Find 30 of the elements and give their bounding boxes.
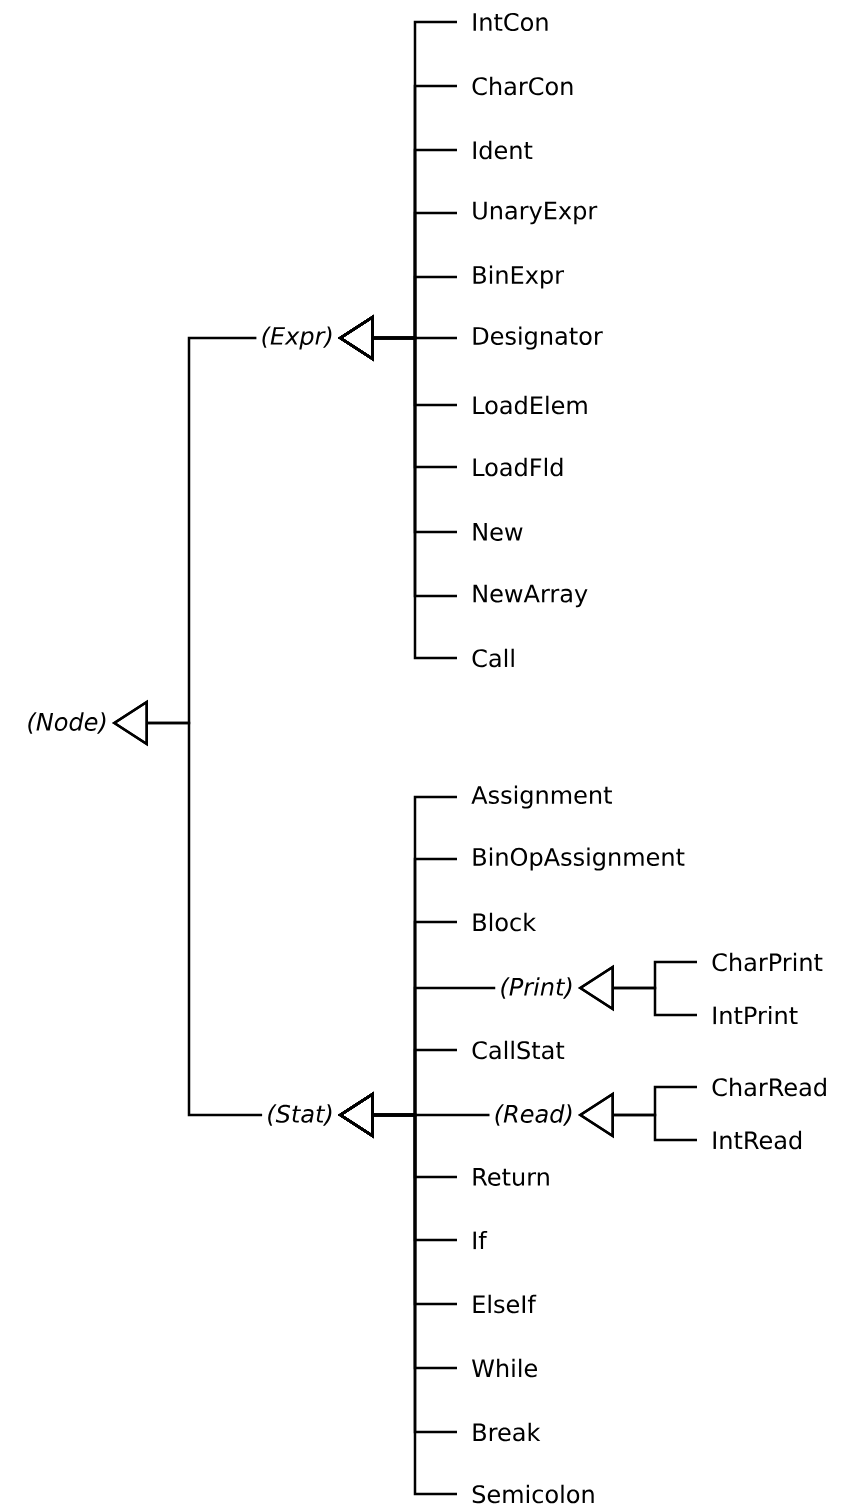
class-label: LoadElem (473, 395, 587, 415)
class-label: Call (472, 648, 514, 668)
class-label: Ident (473, 140, 533, 160)
class-label: IntCon (473, 12, 548, 32)
class-label: CallStat (472, 1040, 565, 1060)
abstract-class-label: (Node) (28, 712, 106, 734)
abstract-class-label: (Read) (495, 1104, 572, 1126)
class-label: Break (473, 1422, 541, 1442)
class-label: IntPrint (713, 1005, 798, 1025)
class-label: IntRead (713, 1130, 802, 1150)
class-label: LoadFld (473, 457, 563, 477)
class-label: New (473, 523, 523, 541)
class-label: Assignment (471, 785, 612, 809)
class-label: ElseIf (473, 1294, 537, 1314)
class-label: BinOpAssignment (473, 847, 685, 871)
class-label: CharRead (712, 1077, 826, 1097)
class-label: Block (473, 912, 537, 932)
abstract-class-label: (Expr) (262, 326, 332, 350)
class-label: CharPrint (712, 952, 823, 972)
class-label: CharCon (472, 76, 573, 96)
class-label: NewArray (473, 584, 588, 608)
class-label: Return (473, 1168, 549, 1186)
class-label: UnaryExpr (473, 201, 598, 225)
abstract-class-label: (Print) (501, 977, 572, 999)
class-label: Designator (473, 326, 603, 350)
class-label: Semicolon (472, 1484, 594, 1504)
class-label: If (473, 1230, 488, 1250)
class-label: While (472, 1358, 537, 1378)
abstract-class-label: (Stat) (268, 1104, 332, 1126)
class-label: BinExpr (473, 265, 565, 289)
